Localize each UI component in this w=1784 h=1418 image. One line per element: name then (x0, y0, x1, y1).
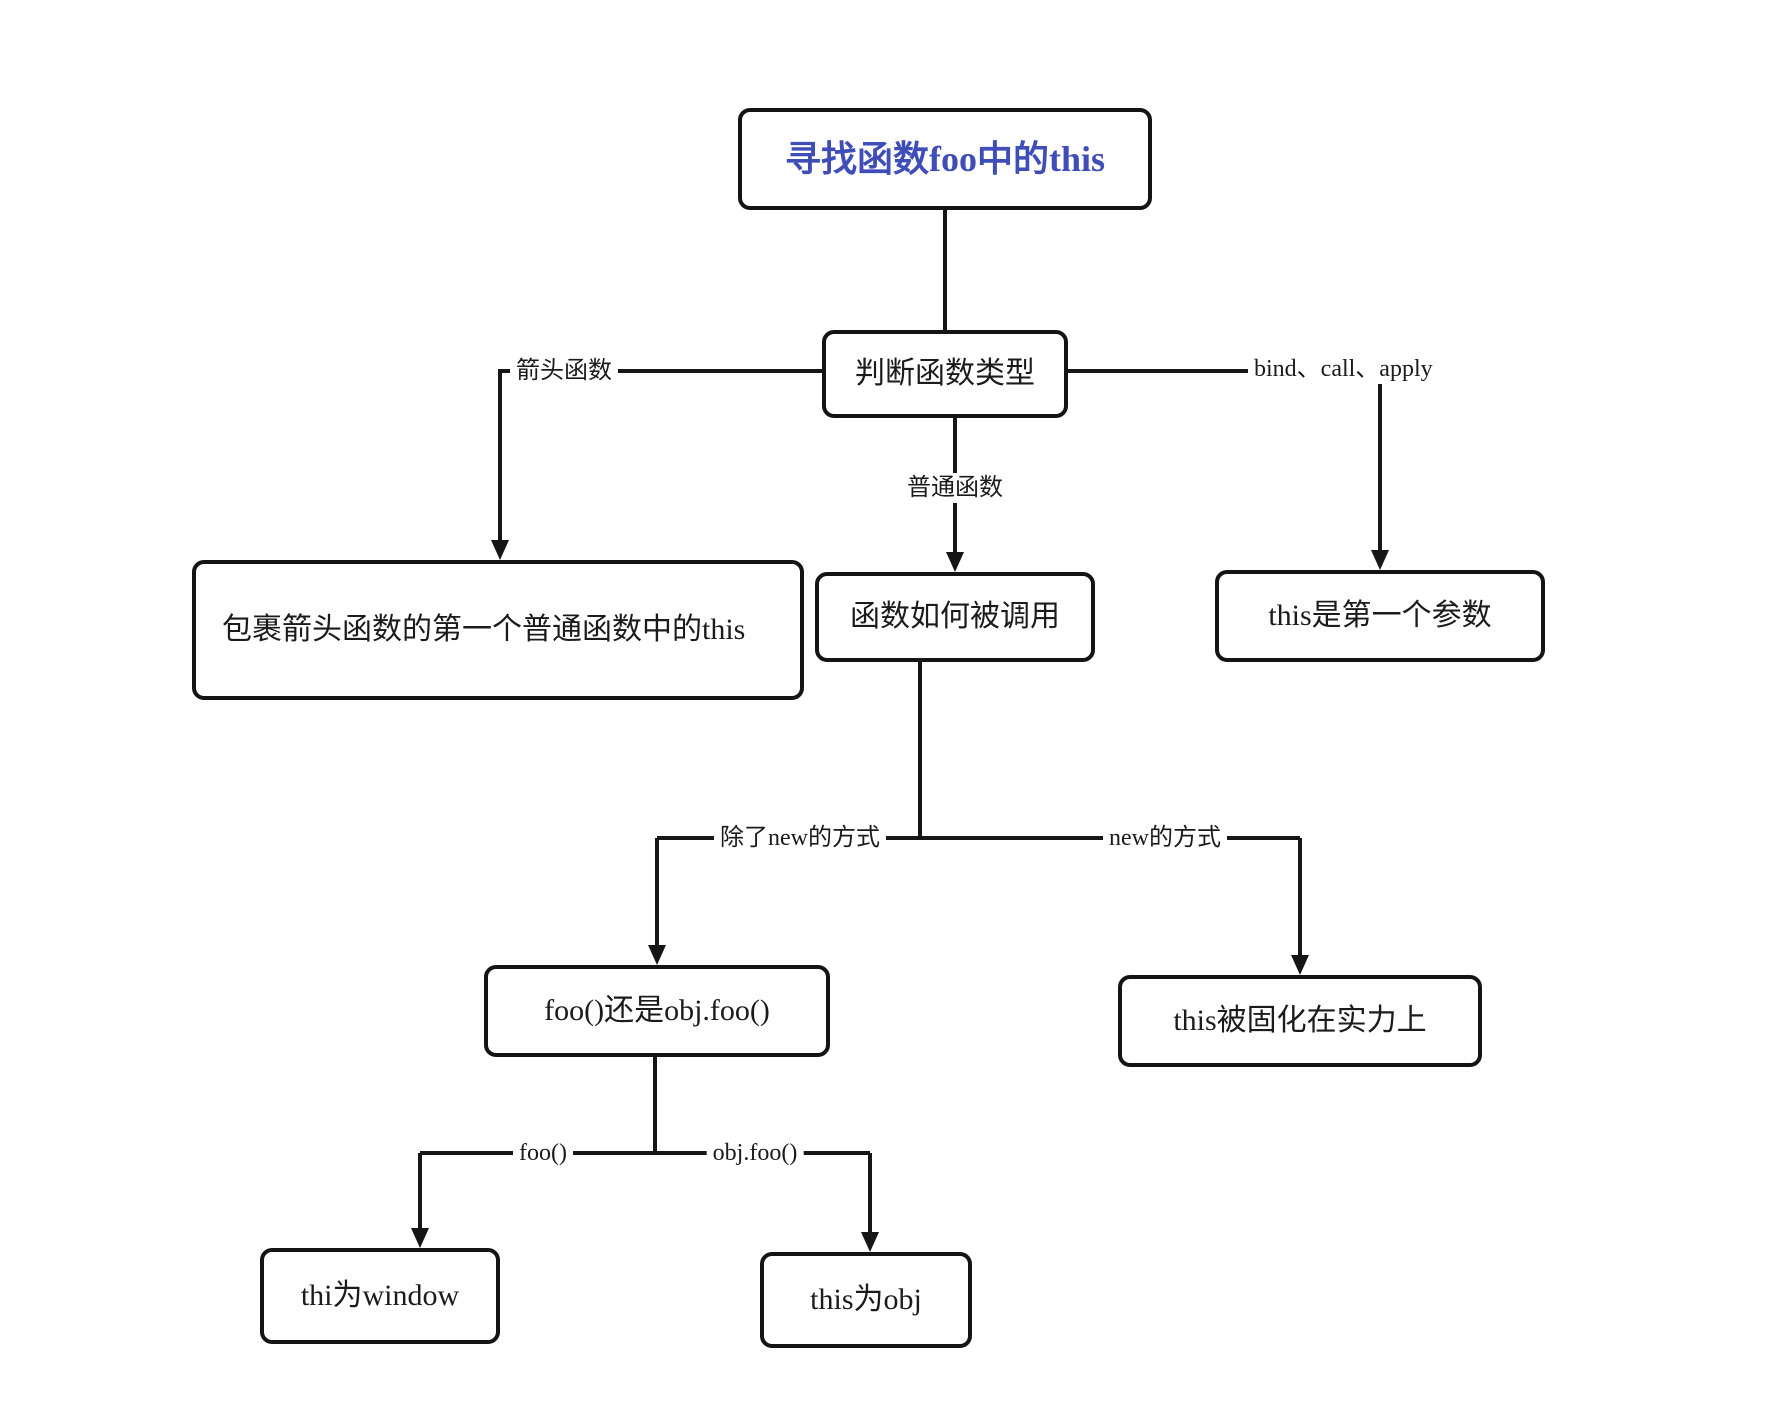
node-this-fixed-on-instance[interactable]: this被固化在实力上 (1118, 975, 1482, 1067)
node-this-is-obj[interactable]: this为obj (760, 1252, 972, 1348)
edge-label-ordinary-function: 普通函数 (901, 473, 1009, 503)
arrowhead-bind-result (1371, 550, 1389, 570)
arrowhead-foo-result (411, 1228, 429, 1248)
node-foo-or-objfoo[interactable]: foo()还是obj.foo() (484, 965, 830, 1057)
node-judge-function-type[interactable]: 判断函数类型 (822, 330, 1068, 418)
edge-label-new-way: new的方式 (1103, 823, 1227, 853)
arrowhead-call-form (648, 945, 666, 965)
arrowhead-arrow-result (491, 540, 509, 560)
node-this-is-window[interactable]: thi为window (260, 1248, 500, 1344)
edge-judge-to-arrow-result (498, 369, 822, 544)
arrowhead-new-result (1291, 955, 1309, 975)
edge-judge-to-bind-result (1068, 369, 1382, 554)
node-arrow-function-result[interactable]: 包裹箭头函数的第一个普通函数中的this (192, 560, 804, 700)
arrowhead-how-called (946, 552, 964, 572)
edge-label-bind-call-apply: bind、call、apply (1248, 354, 1439, 384)
node-bind-first-param[interactable]: this是第一个参数 (1215, 570, 1545, 662)
node-find-this-title[interactable]: 寻找函数foo中的this (738, 108, 1152, 210)
node-how-function-called[interactable]: 函数如何被调用 (815, 572, 1095, 662)
edge-label-obj-foo-call: obj.foo() (706, 1138, 804, 1168)
edge-label-not-new-way: 除了new的方式 (714, 823, 886, 853)
edge-label-arrow-function: 箭头函数 (510, 356, 618, 386)
edge-label-foo-call: foo() (513, 1138, 573, 1168)
arrowhead-obj-result (861, 1232, 879, 1252)
